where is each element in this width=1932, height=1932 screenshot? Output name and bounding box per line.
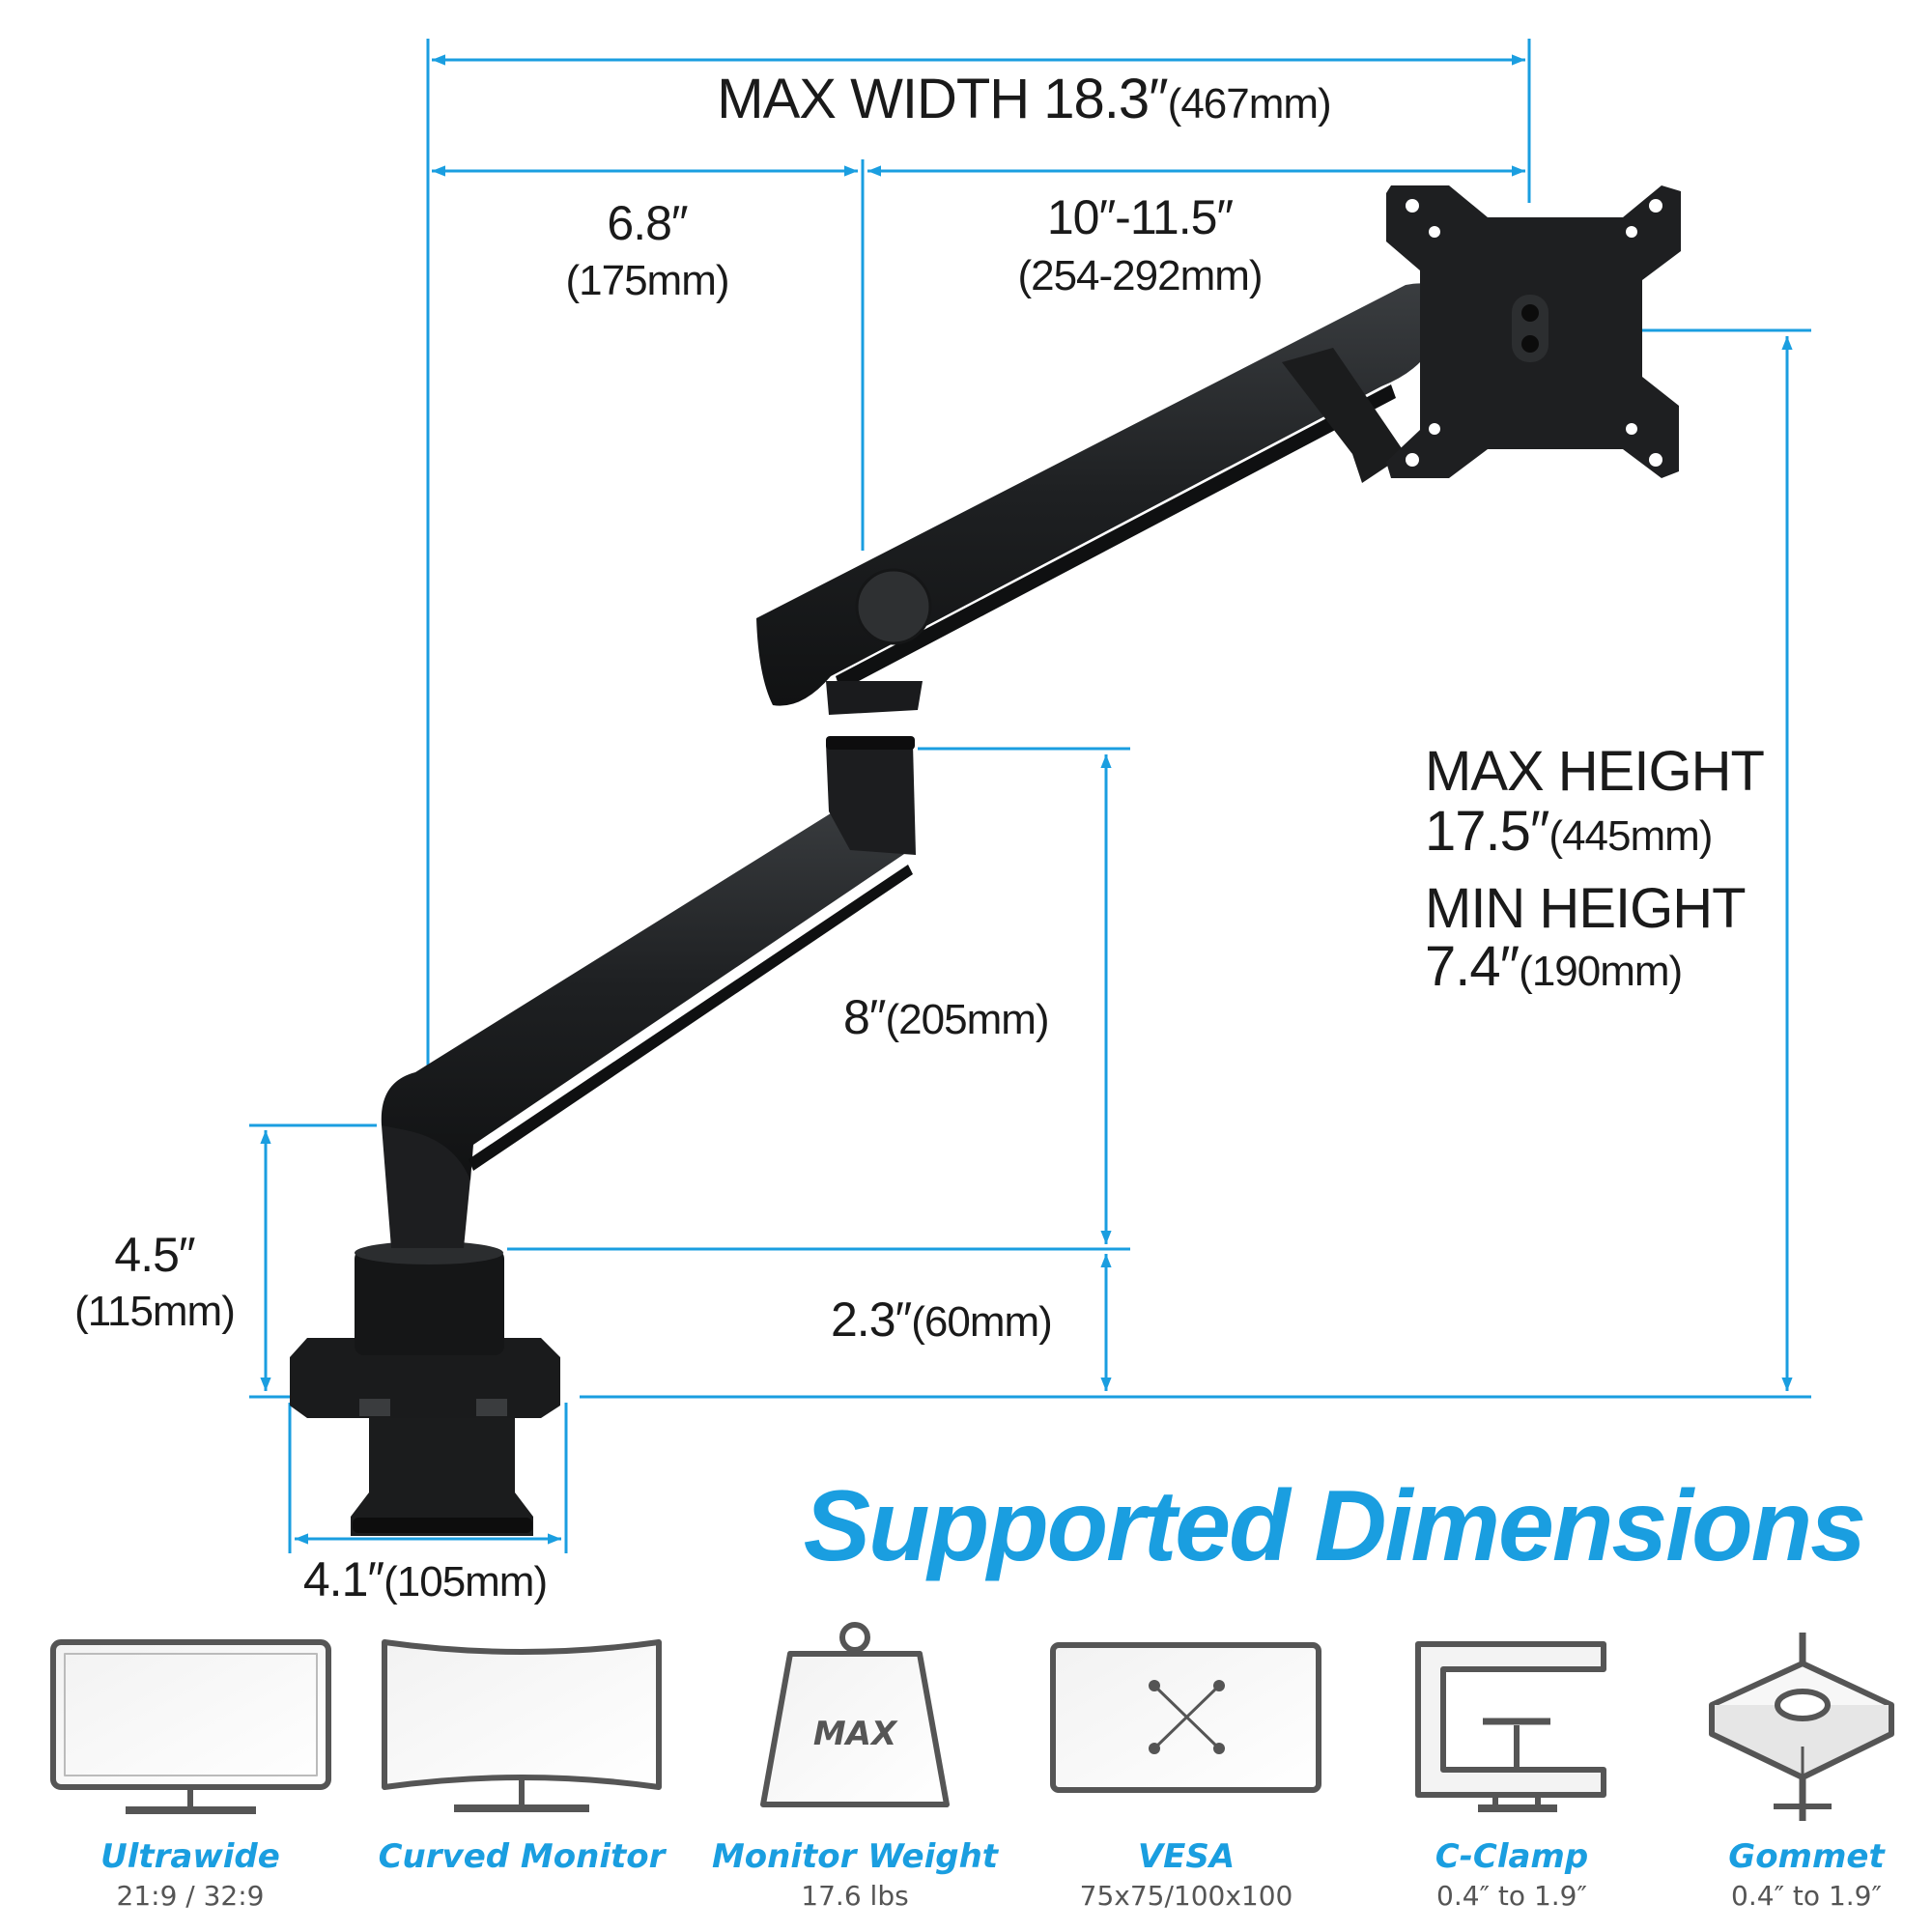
feature-label-weight: Monitor Weight	[712, 1837, 1000, 1876]
curved-monitor-icon	[382, 1639, 662, 1812]
weight-icon-label: MAX	[813, 1715, 898, 1753]
lower-arm-height-value: 8″	[843, 990, 886, 1044]
dimension-lines	[249, 39, 1811, 1553]
min-height-metric: (190mm)	[1519, 948, 1682, 995]
svg-text:4.1″(105mm): 4.1″(105mm)	[303, 1552, 547, 1606]
min-height-value: 7.4″	[1425, 935, 1520, 998]
base-height-metric: (60mm)	[911, 1298, 1052, 1346]
tension-knob	[855, 568, 932, 645]
feature-sub-grommet: 0.4″ to 1.9″	[1731, 1880, 1882, 1912]
feature-label-grommet: Gommet	[1728, 1837, 1886, 1876]
c-clamp-icon	[1415, 1641, 1606, 1812]
feature-sub-vesa: 75x75/100x100	[1080, 1880, 1293, 1912]
max-width-value: MAX WIDTH 18.3″	[717, 68, 1168, 130]
elbow-joint	[826, 744, 916, 855]
max-width-metric: (467mm)	[1168, 80, 1331, 128]
feature-label-c-clamp: C-Clamp	[1435, 1837, 1588, 1876]
section-title: Supported Dimensions	[804, 1470, 1864, 1582]
pole-height-value: 4.5″	[114, 1228, 195, 1282]
feature-sub-weight: 17.6 lbs	[801, 1880, 908, 1912]
feature-label-ultrawide: Ultrawide	[100, 1837, 280, 1876]
lower-arm-height-metric: (205mm)	[886, 996, 1049, 1043]
svg-text:17.5″(445mm): 17.5″(445mm)	[1425, 800, 1712, 863]
svg-text:8″(205mm): 8″(205mm)	[843, 990, 1049, 1044]
pole	[382, 1125, 470, 1248]
feature-icons	[50, 1622, 1894, 1821]
feature-label-curved: Curved Monitor	[379, 1837, 668, 1876]
outer-arm-metric: (254-292mm)	[1017, 252, 1262, 299]
feature-captions: Ultrawide 21:9 / 32:9 Curved Monitor Mon…	[100, 1837, 1886, 1912]
clamp-width-value: 4.1″	[303, 1552, 384, 1606]
feature-sub-c-clamp: 0.4″ to 1.9″	[1436, 1880, 1587, 1912]
max-height-label: MAX HEIGHT	[1425, 740, 1764, 803]
max-height-metric: (445mm)	[1548, 812, 1712, 860]
dimension-labels: MAX WIDTH 18.3″(467mm) 6.8″ (175mm) 10″-…	[74, 68, 1765, 1606]
pole-height-metric: (115mm)	[74, 1288, 235, 1335]
inner-arm-metric: (175mm)	[565, 257, 728, 304]
inner-arm-value: 6.8″	[607, 196, 688, 250]
clamp-jaw	[351, 1415, 533, 1536]
max-height-value: 17.5″	[1425, 800, 1549, 863]
lower-arm	[381, 793, 913, 1180]
monitor-arm	[290, 185, 1681, 1536]
head-collar	[1282, 348, 1406, 483]
svg-text:7.4″(190mm): 7.4″(190mm)	[1425, 935, 1682, 998]
feature-sub-ultrawide: 21:9 / 32:9	[117, 1880, 265, 1912]
upper-arm	[756, 283, 1439, 706]
ultrawide-monitor-icon	[50, 1639, 331, 1814]
svg-text:MAX WIDTH 18.3″(467mm): MAX WIDTH 18.3″(467mm)	[717, 68, 1330, 130]
base-height-value: 2.3″	[831, 1293, 912, 1347]
min-height-label: MIN HEIGHT	[1425, 877, 1746, 940]
base-cylinder	[355, 1249, 504, 1355]
clamp-width-metric: (105mm)	[384, 1558, 547, 1605]
feature-label-vesa: VESA	[1138, 1837, 1235, 1876]
clamp-plate	[290, 1338, 560, 1418]
grommet-icon	[1709, 1633, 1894, 1821]
weight-icon	[760, 1622, 950, 1807]
svg-text:2.3″(60mm): 2.3″(60mm)	[831, 1293, 1052, 1347]
outer-arm-value: 10″-11.5″	[1047, 190, 1234, 244]
vesa-icon	[1050, 1642, 1321, 1793]
